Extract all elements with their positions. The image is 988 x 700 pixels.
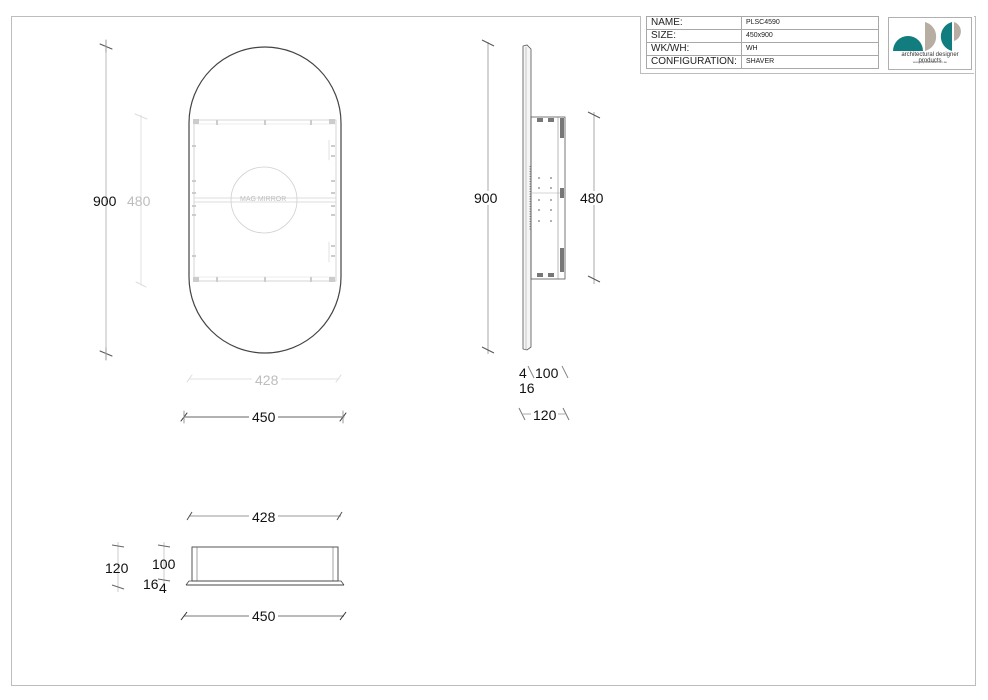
configuration-value: SHAVER xyxy=(740,55,880,69)
top-view xyxy=(111,511,347,621)
top-depth-overall-label: 120 xyxy=(105,560,129,576)
top-width-inner-label: 428 xyxy=(249,510,279,524)
front-height-cabinet-label: 480 xyxy=(127,193,151,209)
row-wkwh: WK/WH: WH xyxy=(646,42,880,56)
row-configuration: CONFIGURATION: SHAVER xyxy=(646,55,880,69)
side-height-overall-label: 900 xyxy=(474,190,498,206)
side-depth-cabinet-label: 100 xyxy=(535,365,559,381)
top-depth-frame-label: 16 xyxy=(143,576,159,592)
drawing-frame xyxy=(11,16,976,686)
top-width-overall-label: 450 xyxy=(249,609,279,623)
logo-caption: architectural designer products xyxy=(901,52,959,64)
side-depth-glass-label: 4 xyxy=(519,365,527,381)
front-width-overall-label: 450 xyxy=(249,410,279,424)
mag-mirror-label: MAG MIRROR xyxy=(240,196,287,203)
adp-logo-mark-icon xyxy=(893,22,961,51)
side-view xyxy=(481,39,601,421)
side-depth-overall-label: 120 xyxy=(531,407,559,423)
side-depth-frame-label: 16 xyxy=(519,380,535,396)
front-width-inner-label: 428 xyxy=(252,373,282,387)
top-depth-cabinet-label: 100 xyxy=(152,556,176,572)
front-view xyxy=(99,39,347,424)
adp-logo: architectural designer products www.adpa… xyxy=(888,17,972,70)
top-depth-glass-label: 4 xyxy=(159,580,167,596)
row-name: NAME: PLSC4590 xyxy=(646,16,880,30)
logo-url: www.adpaustralia.com.au xyxy=(912,60,948,64)
side-height-cabinet-label: 480 xyxy=(580,190,604,206)
front-height-overall-label: 900 xyxy=(93,193,117,209)
configuration-label: CONFIGURATION: xyxy=(646,55,742,69)
title-block: NAME: PLSC4590 SIZE: 450x900 WK/WH: WH C… xyxy=(640,16,974,74)
info-table: NAME: PLSC4590 SIZE: 450x900 WK/WH: WH C… xyxy=(646,16,880,69)
